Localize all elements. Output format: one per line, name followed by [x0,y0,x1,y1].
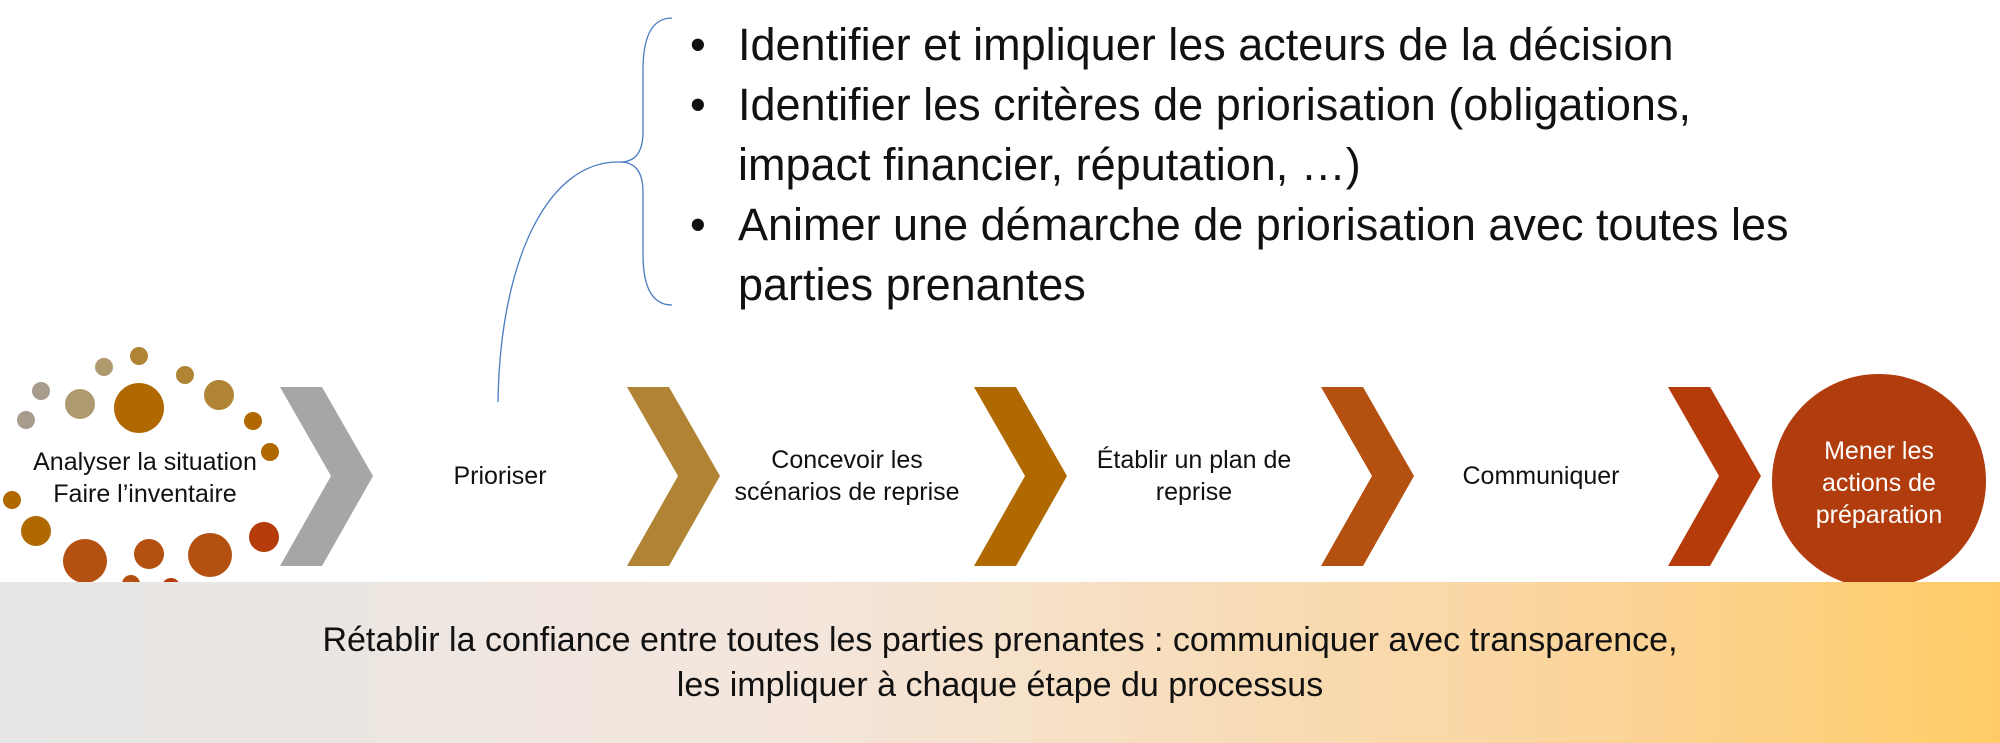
dot-ring [3,347,279,596]
curly-brace [619,17,673,306]
final-step-circle [1772,374,1986,588]
final-step-label: Mener les actions de préparation [1772,376,1986,590]
bottom-banner: Rétablir la confiance entre toutes les p… [0,582,2000,743]
dot [63,539,107,583]
dot [261,443,279,461]
priorisation-bullet-list: Identifier et impliquer les acteurs de l… [690,15,1810,315]
chevron-1 [280,387,373,566]
banner-line: les impliquer à chaque étape du processu… [676,665,1324,704]
dot [249,522,279,552]
dot [176,366,194,384]
dot [17,411,35,429]
step-line: Analyser la situation [33,447,257,476]
dot [188,533,232,577]
dot [21,516,51,546]
step-line: Mener les [1824,437,1934,465]
brace-connector [497,161,621,403]
step-line: Établir un plan de [1096,446,1292,474]
dot [134,539,164,569]
step-line: actions de [1822,469,1936,497]
chevron-5 [1668,387,1761,566]
bullet-item: Identifier les critères de priorisation … [690,75,1810,195]
dot [130,347,148,365]
step-line: reprise [1155,478,1233,506]
step-etablir-plan: Établir un plan de reprise [1069,440,1319,512]
dot [244,412,262,430]
step-line: préparation [1815,501,1943,529]
dot [114,383,164,433]
step-concevoir: Concevoir les scénarios de reprise [722,440,972,512]
step-line: Concevoir les [771,446,923,474]
banner-line: Rétablir la confiance entre toutes les p… [322,620,1678,659]
step-line: Prioriser [453,462,547,490]
bullet-item: Animer une démarche de priorisation avec… [690,195,1810,315]
dot [65,389,95,419]
step-communiquer: Communiquer [1416,440,1666,512]
dot [204,380,234,410]
dot [95,358,113,376]
bullet-item: Identifier et impliquer les acteurs de l… [690,15,1810,75]
step-prioriser: Prioriser [380,440,620,512]
chevron-2 [627,387,720,566]
dot [3,491,21,509]
step-line: scénarios de reprise [734,478,960,506]
step-line: Communiquer [1462,462,1620,490]
step-line: Faire l’inventaire [53,479,237,508]
dot [32,382,50,400]
chevron-4 [1321,387,1414,566]
chevron-3 [974,387,1067,566]
step-analyser: Analyser la situation Faire l’inventaire [10,440,280,515]
